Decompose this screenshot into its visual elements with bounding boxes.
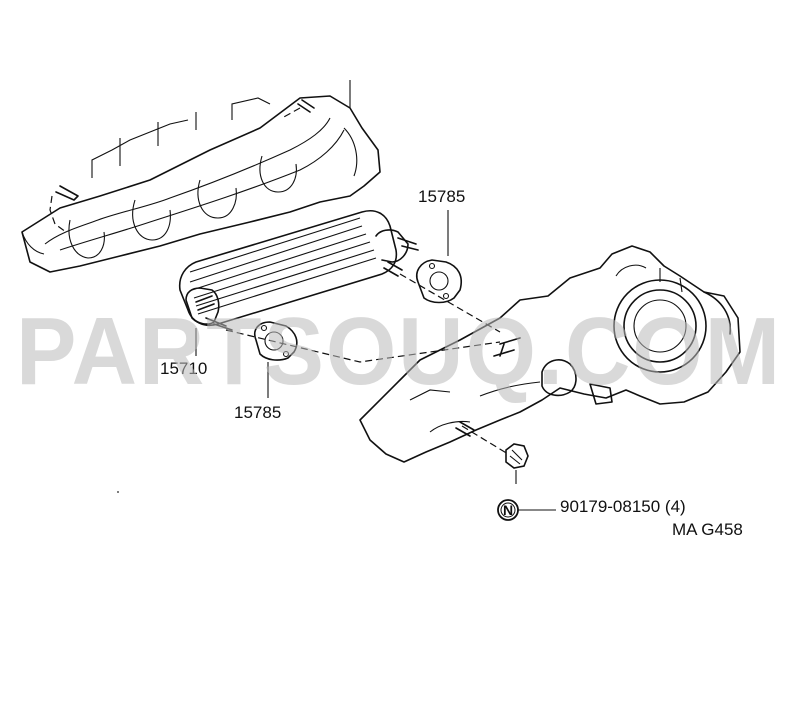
label-gasket-upper: 15785 (418, 187, 465, 206)
gasket-lower (254, 321, 298, 398)
engine-block (21, 80, 381, 273)
watermark: PARTSOUQ.COM (16, 298, 782, 405)
nut-badge-text: N (503, 502, 513, 518)
nut-badge: N (497, 499, 519, 521)
nut-dash (461, 425, 509, 455)
label-figure-code: MA G458 (672, 520, 743, 539)
speck (117, 491, 119, 493)
label-oil-cooler: 15710 (160, 359, 207, 378)
cooler-to-housing-dash-2 (399, 273, 501, 333)
oil-cooler (178, 210, 419, 331)
gasket-upper (416, 210, 462, 304)
nut (505, 443, 529, 484)
label-gasket-lower: 15785 (234, 403, 281, 422)
cooler-to-housing-dash (225, 329, 501, 363)
water-pump-housing (359, 245, 741, 463)
label-nut: 90179-08150 (4) (560, 497, 686, 516)
